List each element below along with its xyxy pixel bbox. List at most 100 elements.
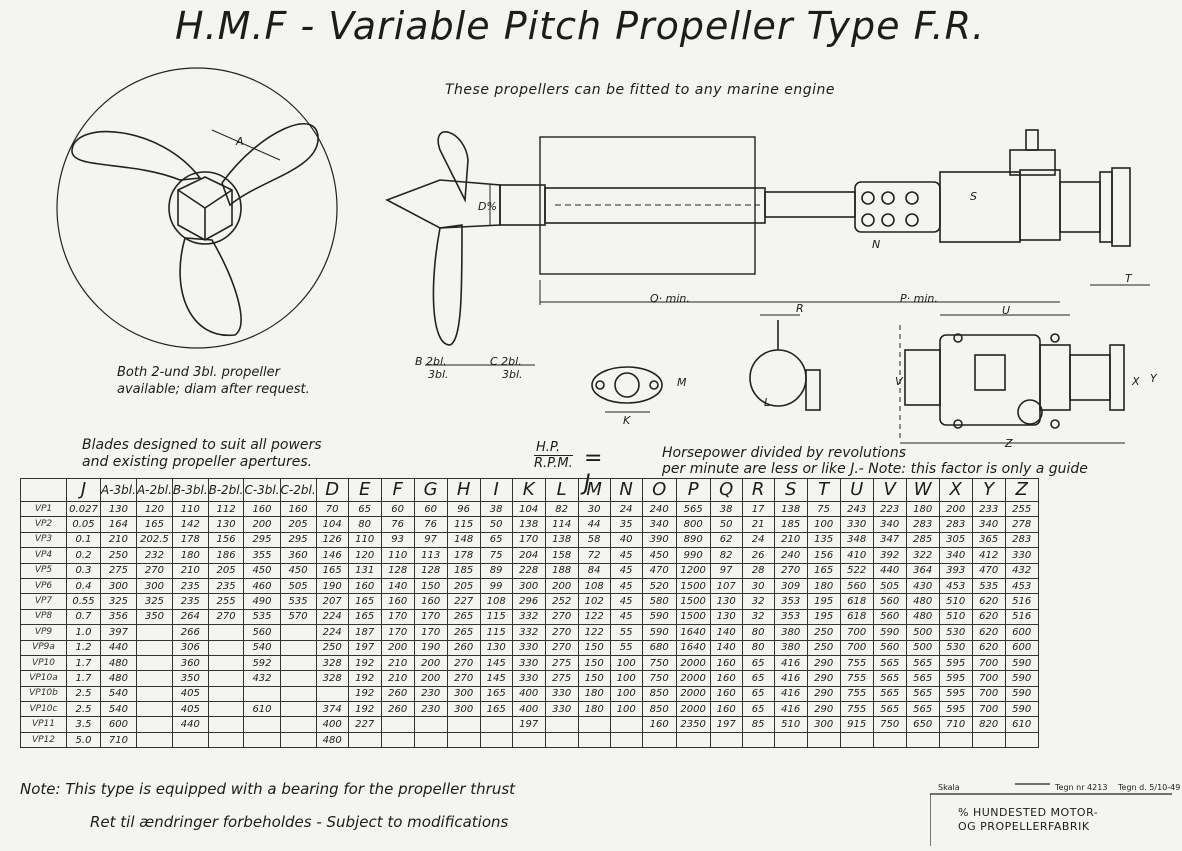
propeller-side-view bbox=[385, 129, 1150, 366]
table-cell: 590 bbox=[872, 624, 907, 641]
table-cell: 620 bbox=[971, 639, 1006, 656]
column-header: C-3bl. bbox=[243, 478, 281, 502]
table-cell: 210 bbox=[100, 531, 137, 549]
table-cell: 44 bbox=[577, 516, 611, 533]
table-cell: 620 bbox=[971, 608, 1006, 626]
table-cell bbox=[135, 624, 173, 641]
table-cell: 283 bbox=[938, 516, 973, 533]
table-cell: 565 bbox=[872, 685, 907, 703]
table-cell: 340 bbox=[938, 547, 973, 564]
table-cell: 610 bbox=[243, 701, 281, 718]
table-cell: 275 bbox=[544, 670, 579, 687]
table-cell: 590 bbox=[1004, 654, 1039, 672]
table-cell: 205 bbox=[207, 562, 245, 579]
table-cell: 618 bbox=[839, 608, 874, 626]
table-cell: 340 bbox=[971, 516, 1006, 533]
table-cell: 400 bbox=[511, 685, 546, 703]
table-cell bbox=[905, 731, 940, 749]
row-label: VP10 bbox=[20, 654, 67, 672]
table-cell: 210 bbox=[380, 670, 415, 687]
table-cell: 540 bbox=[100, 701, 137, 718]
table-cell: 255 bbox=[1004, 500, 1039, 518]
row-label: VP2 bbox=[20, 516, 67, 533]
table-cell: 400 bbox=[315, 716, 349, 733]
table-cell bbox=[413, 716, 448, 733]
table-cell: 430 bbox=[905, 577, 940, 595]
table-cell: 35 bbox=[609, 516, 643, 533]
table-cell: 309 bbox=[773, 577, 808, 595]
table-cell: 522 bbox=[839, 562, 874, 579]
table-cell: 322 bbox=[905, 547, 940, 564]
table-cell: 156 bbox=[806, 547, 841, 564]
table-cell: 140 bbox=[380, 577, 415, 595]
table-cell: 235 bbox=[207, 577, 245, 595]
table-cell: 195 bbox=[806, 608, 841, 626]
table-cell: 500 bbox=[905, 639, 940, 656]
table-cell: 250 bbox=[806, 639, 841, 656]
table-cell: 285 bbox=[905, 531, 940, 549]
table-cell: 353 bbox=[773, 593, 808, 610]
table-cell bbox=[446, 716, 481, 733]
table-cell: 590 bbox=[1004, 670, 1039, 687]
table-cell: 270 bbox=[773, 562, 808, 579]
table-cell: 24 bbox=[609, 500, 643, 518]
table-cell: 197 bbox=[347, 639, 382, 656]
table-cell: 180 bbox=[905, 500, 940, 518]
table-cell: 1500 bbox=[675, 608, 711, 626]
table-cell bbox=[839, 731, 874, 749]
table-cell: 197 bbox=[709, 716, 743, 733]
table-cell: 530 bbox=[938, 624, 973, 641]
table-cell: 453 bbox=[1004, 577, 1039, 595]
table-cell: 150 bbox=[577, 639, 611, 656]
table-cell: 405 bbox=[171, 685, 209, 703]
table-cell: 120 bbox=[347, 547, 382, 564]
table-cell: 250 bbox=[806, 624, 841, 641]
table-cell: 165 bbox=[347, 593, 382, 610]
table-cell: 65 bbox=[741, 654, 775, 672]
table-cell bbox=[938, 731, 973, 749]
table-cell: 392 bbox=[872, 547, 907, 564]
table-cell: 480 bbox=[905, 593, 940, 610]
table-cell: 283 bbox=[905, 516, 940, 533]
table-cell: 210 bbox=[171, 562, 209, 579]
table-cell: 306 bbox=[171, 639, 209, 656]
table-cell: 200 bbox=[243, 516, 281, 533]
table-cell: 283 bbox=[1004, 531, 1039, 549]
table-cell: 113 bbox=[413, 547, 448, 564]
table-cell: 207 bbox=[315, 593, 349, 610]
table-cell: 505 bbox=[279, 577, 317, 595]
dim-label-z: Z bbox=[1005, 437, 1013, 450]
table-cell: 405 bbox=[171, 701, 209, 718]
table-cell: 230 bbox=[413, 701, 448, 718]
table-cell bbox=[641, 731, 677, 749]
row-label: VP10b bbox=[20, 685, 67, 703]
table-cell: 243 bbox=[839, 500, 874, 518]
table-cell: 1.0 bbox=[66, 624, 101, 641]
table-cell: 330 bbox=[511, 670, 546, 687]
dim-label-a: A bbox=[236, 135, 244, 148]
table-cell: 75 bbox=[806, 500, 841, 518]
table-cell: 516 bbox=[1004, 593, 1039, 610]
table-cell: 100 bbox=[806, 516, 841, 533]
table-cell: 250 bbox=[100, 547, 137, 564]
table-cell: 350 bbox=[135, 608, 173, 626]
table-cell: 432 bbox=[1004, 562, 1039, 579]
table-cell: 70 bbox=[315, 500, 349, 518]
table-cell bbox=[279, 624, 317, 641]
table-cell: 50 bbox=[709, 516, 743, 533]
table-cell: 240 bbox=[773, 547, 808, 564]
table-cell: 62 bbox=[709, 531, 743, 549]
table-cell: 0.55 bbox=[66, 593, 101, 610]
table-cell bbox=[413, 731, 448, 749]
table-cell: 380 bbox=[773, 639, 808, 656]
table-cell: 505 bbox=[872, 577, 907, 595]
table-cell: 30 bbox=[741, 577, 775, 595]
table-cell bbox=[479, 716, 513, 733]
table-cell: 45 bbox=[609, 547, 643, 564]
table-cell: 390 bbox=[641, 531, 677, 549]
table-cell: 480 bbox=[905, 608, 940, 626]
table-cell: 100 bbox=[609, 701, 643, 718]
